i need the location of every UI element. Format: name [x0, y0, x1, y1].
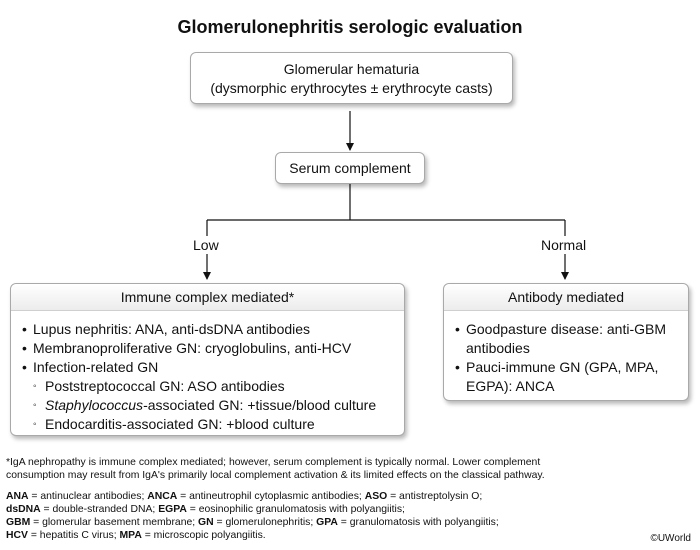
list-item: •Lupus nephritis: ANA, anti-dsDNA antibo… — [22, 321, 311, 337]
abbrev-line: ANA = antinuclear antibodies; ANCA = ant… — [6, 491, 483, 502]
diagram-title: Glomerulonephritis serologic evaluation — [177, 17, 523, 37]
immune-complex-header: Immune complex mediated* — [11, 284, 404, 311]
antibody-mediated-box: Antibody mediated •Goodpasture disease: … — [443, 283, 689, 401]
hematuria-line1: Glomerular hematuria — [283, 61, 420, 77]
abbrev-line: HCV = hepatitis C virus; MPA = microscop… — [6, 530, 266, 541]
immune-complex-box: Immune complex mediated* •Lupus nephriti… — [10, 283, 405, 436]
normal-label: Normal — [541, 237, 587, 253]
list-item: •Pauci-immune GN (GPA, MPA,EGPA): ANCA — [455, 359, 659, 394]
footnote-line2: consumption may result from IgA's primar… — [6, 470, 545, 481]
hematuria-line2: (dysmorphic erythrocytes ± erythrocyte c… — [210, 80, 493, 96]
serum-complement-label: Serum complement — [289, 160, 411, 176]
list-item: •Membranoproliferative GN: cryoglobulins… — [22, 340, 352, 356]
sub-list-item: ◦Endocarditis-associated GN: +blood cult… — [33, 416, 315, 432]
abbrev-line: dsDNA = double-stranded DNA; EGPA = eosi… — [6, 504, 405, 515]
copyright-label: ©UWorld — [650, 533, 691, 544]
serum-complement-box: Serum complement — [275, 152, 425, 184]
antibody-mediated-header: Antibody mediated — [444, 284, 688, 311]
abbrev-line: GBM = glomerular basement membrane; GN =… — [6, 517, 499, 528]
abbreviations: ANA = antinuclear antibodies; ANCA = ant… — [6, 490, 499, 542]
list-item: •Infection-related GN — [22, 359, 159, 375]
footnote-line1: *IgA nephropathy is immune complex media… — [6, 457, 541, 468]
immune-complex-list: •Lupus nephritis: ANA, anti-dsDNA antibo… — [11, 311, 404, 434]
sub-list-item: ◦Poststreptococcal GN: ASO antibodies — [33, 378, 285, 394]
sub-list-item: ◦Staphylococcus-associated GN: +tissue/b… — [33, 397, 377, 413]
low-label: Low — [193, 237, 219, 253]
footnote: *IgA nephropathy is immune complex media… — [6, 456, 545, 482]
hematuria-box: Glomerular hematuria (dysmorphic erythro… — [190, 52, 513, 104]
